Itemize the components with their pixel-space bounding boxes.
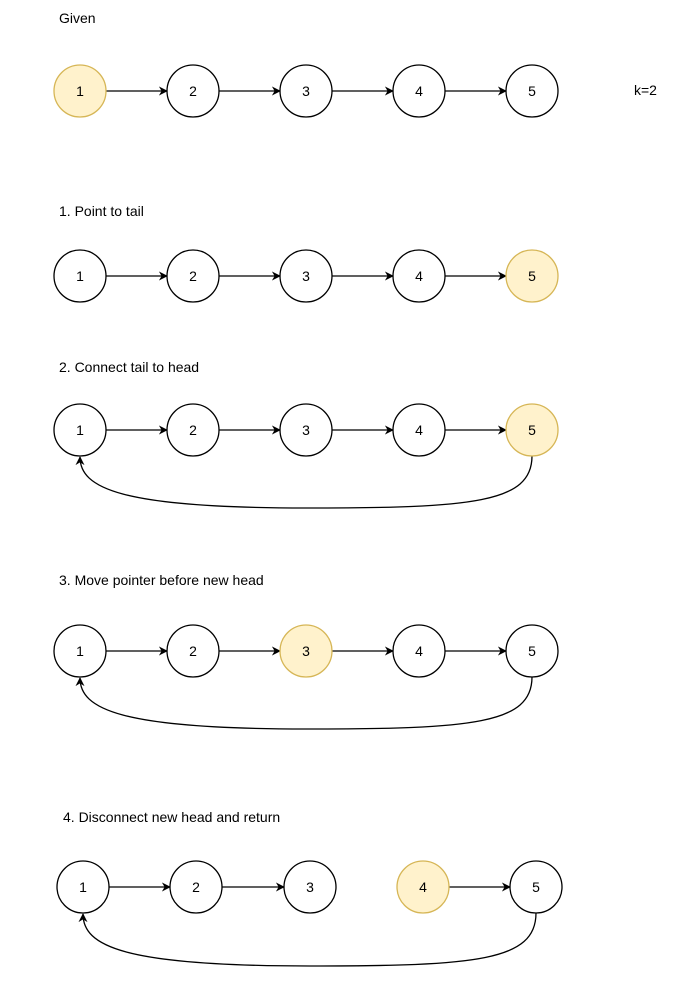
section-4: 3. Move pointer before new head 1 2 3 4 5 (53, 572, 559, 730)
node-4: 4 (392, 624, 446, 678)
node-circle (505, 403, 559, 457)
node-circle (53, 64, 107, 118)
node-value: 1 (76, 83, 84, 99)
node-circle (169, 860, 223, 914)
node-circle (509, 860, 563, 914)
node-value: 1 (76, 268, 84, 284)
node-2: 2 (166, 624, 220, 678)
node-5-highlighted: 5 (505, 249, 559, 303)
section-title: 1. Point to tail (59, 203, 144, 219)
node-5-highlighted: 5 (505, 403, 559, 457)
back-edge-5-to-1 (75, 455, 533, 509)
node-3-highlighted: 3 (279, 624, 333, 678)
node-value: 5 (532, 879, 540, 895)
node-value: 5 (528, 643, 536, 659)
node-value: 2 (189, 268, 197, 284)
node-4: 4 (392, 64, 446, 118)
section-title: 3. Move pointer before new head (59, 572, 264, 588)
node-circle (279, 249, 333, 303)
node-circle (53, 249, 107, 303)
node-3: 3 (279, 403, 333, 457)
node-5: 5 (505, 64, 559, 118)
section-1: Given 1 2 3 4 5 (53, 10, 559, 118)
node-circle (166, 403, 220, 457)
node-value: 2 (189, 83, 197, 99)
back-edge-5-to-1 (75, 676, 533, 730)
node-5: 5 (505, 624, 559, 678)
node-5: 5 (509, 860, 563, 914)
node-value: 1 (76, 422, 84, 438)
node-value: 3 (302, 643, 310, 659)
node-4: 4 (392, 403, 446, 457)
node-value: 3 (302, 83, 310, 99)
node-4: 4 (392, 249, 446, 303)
node-1: 1 (53, 249, 107, 303)
node-circle (392, 64, 446, 118)
node-circle (279, 403, 333, 457)
section-title: 4. Disconnect new head and return (63, 809, 280, 825)
k-label: k=2 (634, 82, 657, 98)
node-circle (279, 624, 333, 678)
node-value: 5 (528, 422, 536, 438)
section-5: 4. Disconnect new head and return 1 2 3 4 5 (56, 809, 563, 967)
node-circle (166, 624, 220, 678)
node-value: 2 (189, 643, 197, 659)
node-value: 2 (192, 879, 200, 895)
node-circle (53, 624, 107, 678)
section-title: Given (59, 10, 96, 26)
node-2: 2 (166, 64, 220, 118)
node-circle (505, 249, 559, 303)
section-2: 1. Point to tail 1 2 3 4 5 (53, 203, 559, 303)
node-circle (392, 403, 446, 457)
node-circle (53, 403, 107, 457)
node-1-highlighted: 1 (53, 64, 107, 118)
node-circle (166, 249, 220, 303)
node-circle (166, 64, 220, 118)
node-value: 5 (528, 83, 536, 99)
node-circle (396, 860, 450, 914)
node-value: 3 (306, 879, 314, 895)
node-circle (392, 249, 446, 303)
node-circle (505, 64, 559, 118)
node-2: 2 (166, 403, 220, 457)
node-value: 3 (302, 268, 310, 284)
node-value: 2 (189, 422, 197, 438)
section-title: 2. Connect tail to head (59, 359, 199, 375)
node-2: 2 (169, 860, 223, 914)
node-circle (279, 64, 333, 118)
node-3: 3 (283, 860, 337, 914)
node-value: 1 (79, 879, 87, 895)
node-3: 3 (279, 64, 333, 118)
node-value: 4 (415, 83, 423, 99)
node-circle (392, 624, 446, 678)
node-value: 5 (528, 268, 536, 284)
node-1: 1 (56, 860, 110, 914)
node-value: 4 (415, 643, 423, 659)
node-value: 1 (76, 643, 84, 659)
node-value: 3 (302, 422, 310, 438)
node-circle (56, 860, 110, 914)
node-circle (505, 624, 559, 678)
section-3: 2. Connect tail to head 1 2 3 4 5 (53, 359, 559, 509)
node-4-highlighted: 4 (396, 860, 450, 914)
node-value: 4 (415, 422, 423, 438)
node-3: 3 (279, 249, 333, 303)
node-2: 2 (166, 249, 220, 303)
node-1: 1 (53, 403, 107, 457)
back-edge-5-to-1 (78, 912, 537, 967)
node-1: 1 (53, 624, 107, 678)
node-value: 4 (415, 268, 423, 284)
node-value: 4 (419, 879, 427, 895)
node-circle (283, 860, 337, 914)
